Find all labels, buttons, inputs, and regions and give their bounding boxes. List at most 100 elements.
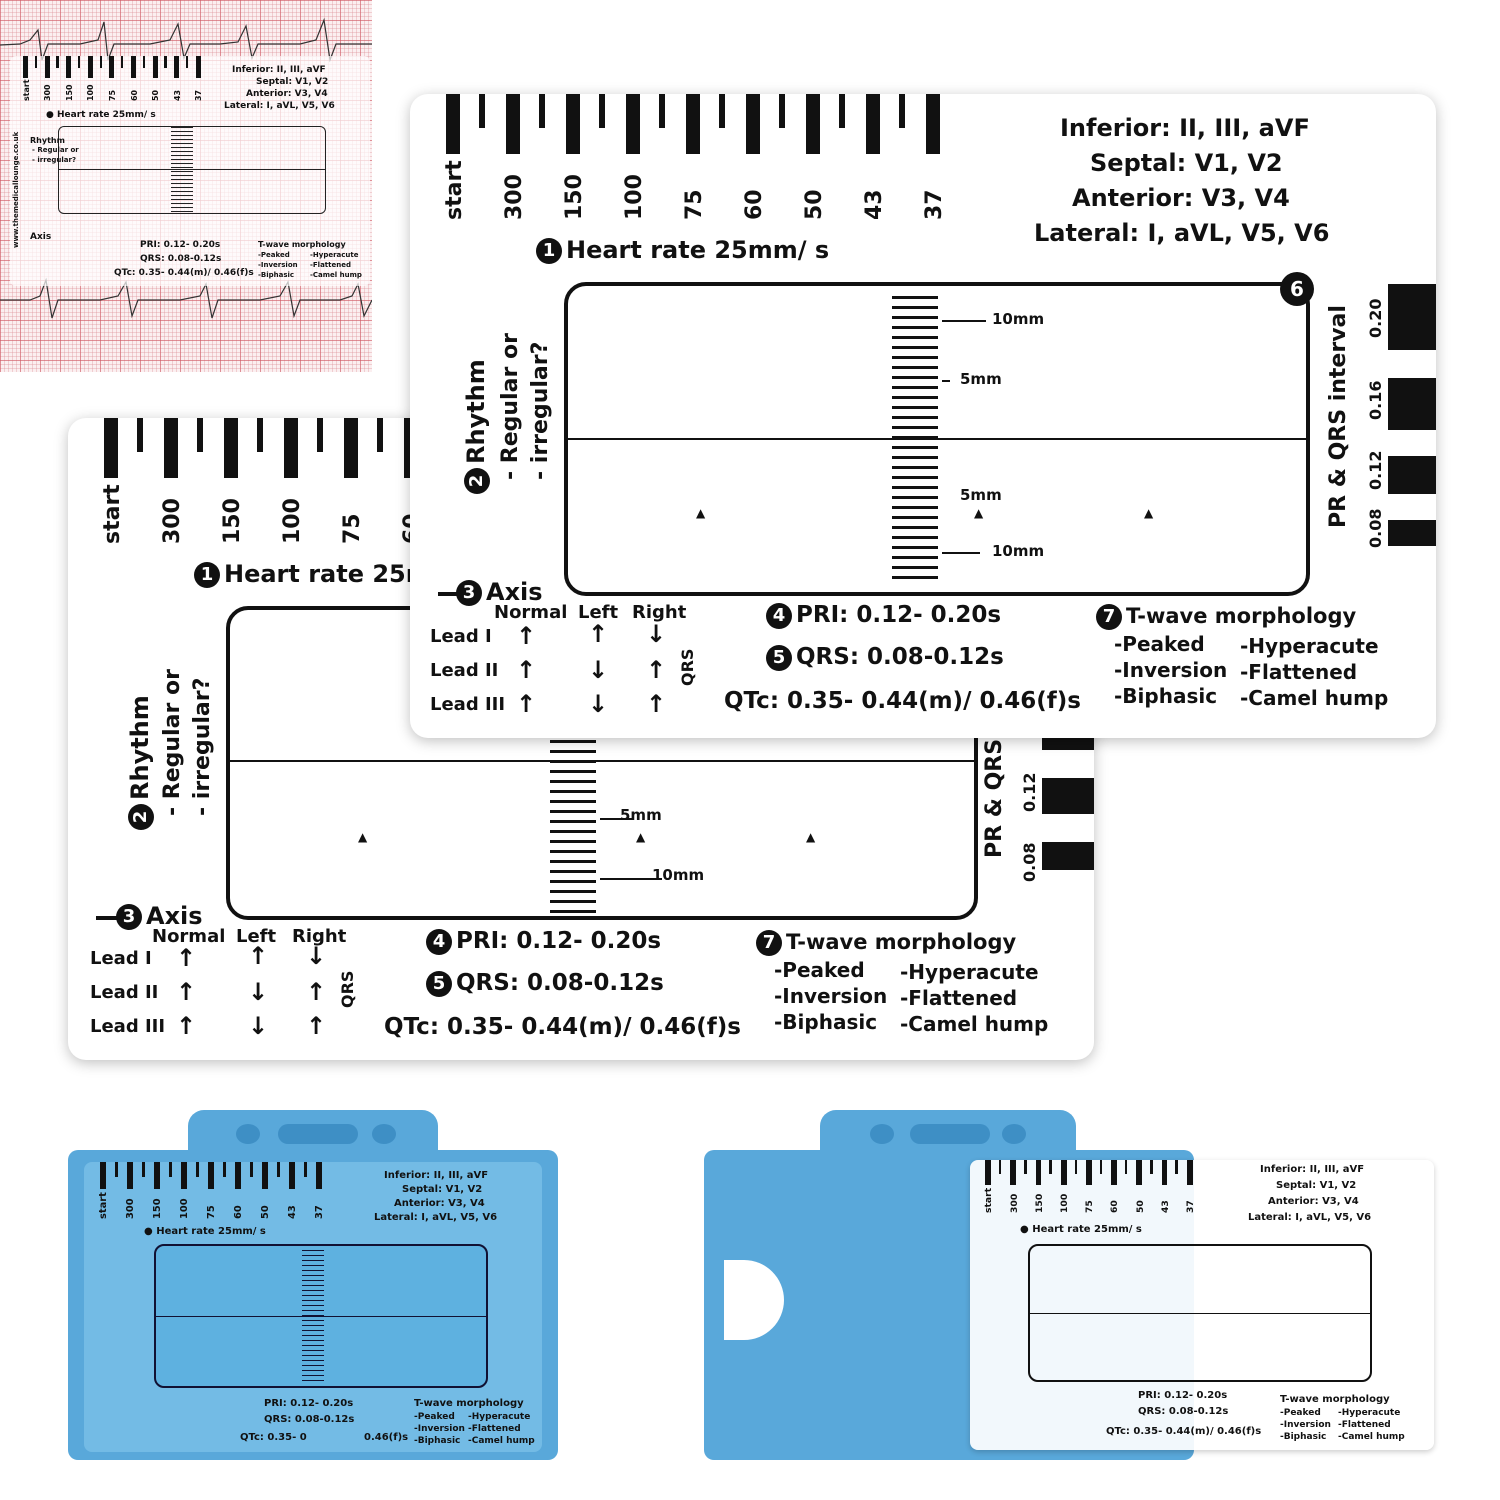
rate-tick-minor [115, 1162, 118, 1178]
back-arrow-ii-normal: ↑ [176, 978, 197, 1006]
inset-twave-4: -Biphasic [258, 271, 295, 279]
holder-left-twave-4: -Biphasic [414, 1436, 461, 1446]
front-lead-i: Lead I [430, 626, 492, 647]
front-interval-title: PR & QRS interval [1326, 305, 1351, 528]
rate-tick-minor [164, 56, 167, 69]
rate-label: start [442, 160, 467, 220]
rate-tick-minor [142, 56, 145, 69]
holder-left-lead-2: Anterior: V3, V4 [394, 1198, 485, 1209]
front-twave-4: -Biphasic [1114, 684, 1218, 708]
rate-tick-minor [277, 1162, 280, 1178]
front-step6-badge: 6 [1280, 272, 1314, 306]
inset-twave-3: -Flattened [310, 261, 351, 269]
back-arrow-i-left: ↑ [248, 942, 269, 970]
rate-tick-major [152, 56, 158, 78]
rate-label: 100 [280, 498, 305, 544]
rate-label: start [21, 79, 31, 102]
rate-tick-minor [317, 418, 323, 452]
back-qtc: QTc: 0.35- 0.44(m)/ 0.46(f)s [384, 1014, 741, 1040]
front-triangle-1: ▲ [696, 506, 706, 520]
rate-tick-major [1010, 1160, 1017, 1186]
back-axis-dash [96, 916, 118, 920]
holder-left-measure-box [154, 1244, 488, 1388]
rate-tick-major [224, 418, 238, 478]
rate-label: 75 [1084, 1200, 1096, 1213]
rate-label: 100 [86, 84, 96, 102]
inset-measure-box [58, 126, 326, 214]
rate-label: start [98, 1191, 110, 1219]
holder-right-twave-3: -Flattened [1338, 1420, 1391, 1430]
rate-tick-major [626, 94, 640, 154]
back-step2-sub1: - Regular or [160, 669, 185, 816]
rate-tick-major [87, 56, 93, 78]
inset-website: www.themedicallounge.co.uk [12, 131, 20, 248]
rate-label: 37 [1185, 1200, 1197, 1213]
rate-tick-major [1085, 1160, 1092, 1186]
rate-tick-major [866, 94, 880, 154]
front-10mm-bottom: 10mm [992, 542, 1045, 560]
back-triangle-2: ▲ [636, 830, 646, 844]
holder-left-twave-2: -Inversion [414, 1424, 465, 1434]
rate-tick-major [130, 56, 136, 78]
rate-tick-major [446, 94, 460, 154]
rate-label: 300 [1008, 1193, 1020, 1213]
rate-tick-major [181, 1162, 188, 1189]
inset-qrs: QRS: 0.08-0.12s [140, 254, 222, 264]
rate-tick-minor [1074, 1160, 1078, 1175]
back-arrow-iii-left: ↓ [248, 1012, 269, 1040]
back-lead-i: Lead I [90, 948, 152, 969]
back-arrow-i-normal: ↑ [176, 944, 197, 972]
front-twave-2: -Inversion [1114, 658, 1228, 682]
rate-tick-major [262, 1162, 269, 1189]
front-lead-septal: Septal: V1, V2 [1090, 149, 1283, 177]
back-interval-012: 0.12 [1020, 772, 1039, 812]
front-5mm-bottom: 5mm [960, 486, 1002, 504]
back-arrow-i-right: ↓ [306, 942, 327, 970]
front-axis-col-right: Right [632, 602, 687, 623]
rate-tick-minor [78, 56, 81, 69]
back-5mm-label: 5mm [620, 806, 662, 824]
rate-tick-minor [1099, 1160, 1103, 1175]
rate-tick-minor [121, 56, 124, 69]
holder-right-twave-1: -Hyperacute [1338, 1408, 1401, 1418]
rate-label: 100 [179, 1198, 191, 1219]
back-twave-0: -Peaked [774, 958, 865, 982]
front-lead-lateral: Lateral: I, aVL, V5, V6 [1034, 219, 1330, 247]
holder-right-hole-1 [870, 1124, 894, 1144]
holder-right-lead-3: Lateral: I, aVL, V5, V6 [1248, 1212, 1372, 1223]
back-twave-4: -Biphasic [774, 1010, 878, 1034]
rate-label: 37 [194, 90, 204, 102]
front-interval-020: 0.20 [1366, 298, 1385, 338]
front-interval-bar-008 [1388, 520, 1436, 546]
back-interval-bar-012 [1042, 778, 1094, 814]
back-axis-col-left: Left [236, 926, 277, 947]
rate-label: 43 [862, 189, 887, 220]
rate-tick-major [100, 1162, 107, 1189]
rate-tick-major [235, 1162, 242, 1189]
rate-tick-minor [142, 1162, 145, 1178]
rate-label: 37 [314, 1204, 326, 1219]
inset-regular: - Regular or [32, 146, 79, 154]
rate-tick-major [686, 94, 700, 154]
front-twave-3: -Flattened [1240, 660, 1358, 684]
rate-label: 43 [172, 90, 182, 102]
front-arrow-ii-right: ↑ [646, 656, 667, 684]
rate-tick-minor [137, 418, 143, 452]
front-triangle-3: ▲ [1144, 506, 1154, 520]
holder-right-twave-title: T-wave morphology [1280, 1394, 1390, 1405]
holder-left-twave-5: -Camel hump [468, 1436, 535, 1446]
rate-label: start [983, 1187, 995, 1213]
rate-tick-major [109, 56, 115, 78]
inset-twave-title: T-wave morphology [258, 240, 346, 249]
front-qrs-tag: QRS [678, 648, 697, 686]
holder-left-twave-1: -Hyperacute [468, 1412, 531, 1422]
rate-tick-minor [539, 94, 545, 128]
front-lead-inferior: Inferior: II, III, aVF [1060, 114, 1310, 142]
